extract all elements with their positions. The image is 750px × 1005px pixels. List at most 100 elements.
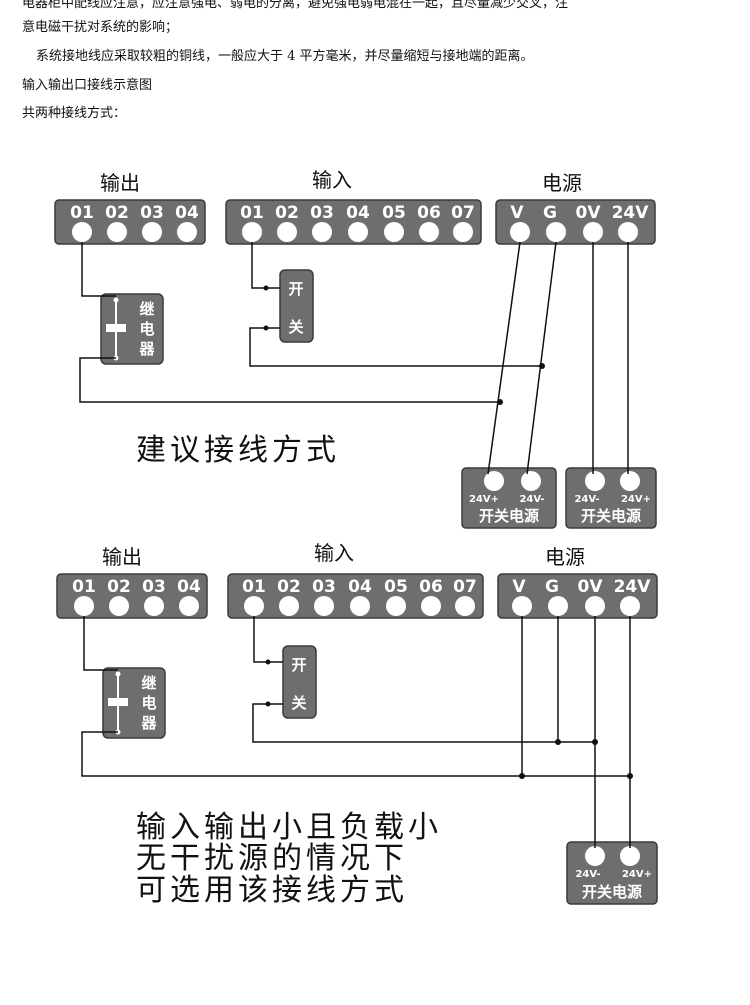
output-terminal-hole: [109, 596, 129, 616]
relay-char-2: 电: [139, 320, 154, 338]
input-terminal-06: 06: [419, 577, 443, 597]
power-heading: 电源: [542, 171, 582, 195]
input-terminal-hole: [312, 222, 332, 242]
psu-name: 开关电源: [582, 883, 642, 901]
input-terminal-07: 07: [453, 577, 477, 597]
output-terminal-01: 01: [72, 577, 96, 597]
power-terminal-hole: [510, 222, 530, 242]
input-terminal-07: 07: [451, 203, 475, 223]
output-terminal-hole: [177, 222, 197, 242]
relay-char-1: 继: [139, 300, 154, 318]
switch: [282, 645, 317, 719]
input-terminal-04: 04: [346, 203, 370, 223]
input-terminal-06: 06: [417, 203, 441, 223]
psu-minus-label: 24V-: [575, 869, 600, 880]
output-terminal-block: [54, 199, 206, 245]
psu-b-name: 开关电源: [581, 507, 641, 525]
output-terminal-03: 03: [140, 203, 164, 223]
output-terminal-hole: [72, 222, 92, 242]
input-terminal-hole: [421, 596, 441, 616]
diagram-1-caption: 建议接线方式: [136, 433, 340, 468]
power-terminal-v: V: [512, 577, 526, 597]
power-terminal-hole: [512, 596, 532, 616]
relay-coil-icon: [106, 324, 126, 332]
diagram-2: 输出 输入 电源 01 02 03 04 01 02 03 04 05 06 0…: [56, 541, 658, 908]
output-terminal-hole: [144, 596, 164, 616]
psu-a-plus-label: 24V+: [469, 494, 499, 505]
switch-char-1: 开: [291, 656, 306, 674]
switch: [279, 269, 314, 343]
input-terminal-hole: [419, 222, 439, 242]
power-terminal-24v: 24V: [612, 203, 650, 223]
text-line-3: 系统接地线应采取较粗的铜线，一般应大于 4 平方毫米，并尽量缩短与接地端的距离。: [36, 49, 534, 64]
power-terminal-hole: [618, 222, 638, 242]
power-terminal-hole: [620, 596, 640, 616]
output-terminal-02: 02: [105, 203, 129, 223]
input-terminal-hole: [384, 222, 404, 242]
switch-char-1: 开: [288, 280, 303, 298]
psu-a-name: 开关电源: [479, 507, 539, 525]
relay-coil-icon: [108, 698, 128, 706]
psu-terminal-hole: [620, 846, 640, 866]
power-terminal-block: [495, 199, 656, 245]
text-line-4: 输入输出口接线示意图: [22, 78, 153, 93]
power-terminal-hole: [546, 222, 566, 242]
output-terminal-02: 02: [107, 577, 131, 597]
diagram-2-caption-line-2: 无干扰源的情况下: [136, 841, 408, 876]
power-terminal-hole: [548, 596, 568, 616]
output-heading: 输出: [100, 171, 140, 195]
text-line-2: 意电磁干扰对系统的影响；: [22, 20, 179, 35]
relay-char-3: 器: [138, 340, 155, 358]
input-terminal-hole: [279, 596, 299, 616]
switch-char-2: 关: [291, 694, 306, 712]
input-terminal-hole: [453, 222, 473, 242]
input-terminal-hole: [314, 596, 334, 616]
input-terminal-01: 01: [242, 577, 266, 597]
input-terminal-03: 03: [312, 577, 336, 597]
power-terminal-block: [497, 573, 658, 619]
psu-b-plus-label: 24V+: [621, 494, 651, 505]
psu-b-minus-label: 24V-: [574, 494, 599, 505]
psu-terminal-hole: [585, 471, 605, 491]
diagram-2-wires: [81, 616, 633, 848]
input-terminal-hole: [242, 222, 262, 242]
diagram-1: 输出 输入 电源 01 02 03 04 01 02 03 04 05 06 0…: [54, 168, 657, 529]
diagram-2-caption-line-3: 可选用该接线方式: [136, 873, 408, 908]
output-terminal-04: 04: [175, 203, 199, 223]
power-terminal-g: G: [545, 577, 559, 597]
output-terminal-01: 01: [70, 203, 94, 223]
output-terminal-hole: [107, 222, 127, 242]
relay-char-2: 电: [141, 694, 156, 712]
input-terminal-hole: [455, 596, 475, 616]
diagram-1-wires: [79, 241, 629, 475]
psu-terminal-hole: [484, 471, 504, 491]
input-terminal-02: 02: [275, 203, 299, 223]
power-terminal-v: V: [510, 203, 524, 223]
power-heading: 电源: [545, 545, 585, 569]
input-terminal-05: 05: [382, 203, 406, 223]
input-terminal-01: 01: [240, 203, 264, 223]
output-terminal-hole: [74, 596, 94, 616]
power-terminal-0v: 0V: [576, 203, 602, 223]
switch-char-2: 关: [288, 318, 303, 336]
power-terminal-24v: 24V: [614, 577, 652, 597]
output-terminal-04: 04: [177, 577, 201, 597]
psu-terminal-hole: [521, 471, 541, 491]
input-terminal-04: 04: [348, 577, 372, 597]
psu-terminal-hole: [620, 471, 640, 491]
relay-char-1: 继: [141, 674, 156, 692]
input-terminal-hole: [350, 596, 370, 616]
output-terminal-03: 03: [142, 577, 166, 597]
output-terminal-block: [56, 573, 208, 619]
input-terminal-hole: [348, 222, 368, 242]
input-terminal-hole: [244, 596, 264, 616]
psu-a-minus-label: 24V-: [519, 494, 544, 505]
relay-char-3: 器: [140, 714, 157, 732]
input-heading: 输入: [314, 541, 354, 565]
output-terminal-hole: [142, 222, 162, 242]
input-terminal-03: 03: [310, 203, 334, 223]
input-heading: 输入: [312, 168, 352, 192]
input-terminal-hole: [277, 222, 297, 242]
power-terminal-hole: [583, 222, 603, 242]
